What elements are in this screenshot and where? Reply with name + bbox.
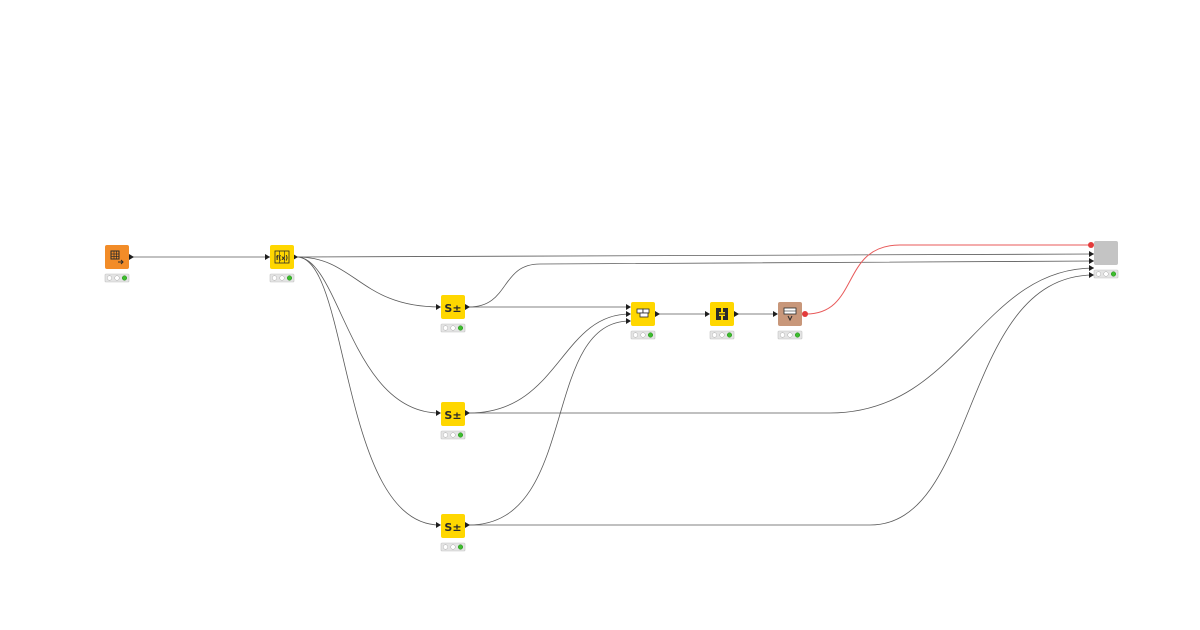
node-body[interactable]: [441, 514, 465, 538]
status-light-yellow: [450, 432, 456, 438]
port-arrow[interactable]: [1089, 258, 1094, 264]
port-arrow[interactable]: [436, 522, 441, 528]
node-string-manipulation-2[interactable]: S±: [440, 402, 466, 440]
port-arrow[interactable]: [436, 410, 441, 416]
port-arrow[interactable]: [626, 304, 631, 310]
node-status: [440, 323, 466, 333]
string-manipulation-icon: S±: [444, 302, 461, 315]
output-ports: [129, 242, 1094, 528]
connection-expression-to-component-1[interactable]: [296, 253, 1095, 258]
node-status: [709, 330, 735, 340]
connection-variable-to-component[interactable]: [805, 244, 1090, 315]
node-body[interactable]: [1094, 241, 1118, 265]
status-light-yellow: [787, 332, 793, 338]
status-light-yellow: [640, 332, 646, 338]
node-body[interactable]: [441, 295, 465, 319]
port-arrow[interactable]: [465, 522, 470, 528]
joiner-icon: [716, 308, 728, 320]
status-light-red: [442, 544, 449, 550]
port-arrow[interactable]: [734, 311, 739, 317]
port-arrow[interactable]: [129, 254, 134, 260]
port-arrow[interactable]: [1089, 272, 1094, 278]
concatenate-icon: [636, 308, 650, 318]
flow-variable-port[interactable]: [1088, 242, 1094, 248]
status-light-green: [457, 544, 464, 550]
status-light-red: [271, 275, 278, 281]
connection-string2-to-component[interactable]: [469, 267, 1095, 414]
node-status: [1093, 269, 1119, 279]
node-status: [440, 542, 466, 552]
status-light-red: [442, 325, 449, 331]
port-arrow[interactable]: [465, 304, 470, 310]
status-light-yellow: [450, 544, 456, 550]
port-arrow[interactable]: [1089, 265, 1094, 271]
status-light-green: [457, 325, 464, 331]
status-light-green: [1110, 271, 1117, 277]
status-light-red: [1095, 271, 1102, 277]
column-expression-icon: f(x): [274, 250, 290, 264]
status-light-green: [647, 332, 654, 338]
node-table-reader[interactable]: [104, 245, 130, 283]
port-arrow[interactable]: [293, 254, 298, 260]
status-light-green: [286, 275, 293, 281]
flow-variable-port[interactable]: [802, 311, 808, 317]
connection-string3-to-concatenate[interactable]: [468, 320, 631, 526]
status-light-yellow: [114, 275, 120, 281]
status-light-red: [711, 332, 718, 338]
status-light-red: [779, 332, 786, 338]
status-light-red: [442, 432, 449, 438]
port-arrow[interactable]: [465, 410, 470, 416]
port-arrow[interactable]: [1089, 251, 1094, 257]
port-arrow[interactable]: [705, 311, 710, 317]
table-reader-icon: [110, 250, 124, 265]
port-arrow[interactable]: [655, 311, 660, 317]
connection-string2-to-concatenate[interactable]: [468, 313, 631, 414]
node-column-expression[interactable]: f(x): [269, 245, 295, 283]
connection-string3-to-component[interactable]: [469, 274, 1095, 526]
port-arrow[interactable]: [773, 311, 778, 317]
port-arrow[interactable]: [436, 304, 441, 310]
status-light-yellow: [719, 332, 725, 338]
status-light-green: [457, 432, 464, 438]
string-manipulation-icon: S±: [444, 521, 461, 534]
node-body[interactable]: [105, 245, 129, 269]
string-manipulation-icon: S±: [444, 409, 461, 422]
connections: [133, 244, 1095, 526]
node-string-manipulation-1[interactable]: S±: [440, 295, 466, 333]
status-light-green: [121, 275, 128, 281]
node-status: [630, 330, 656, 340]
node-body[interactable]: [441, 402, 465, 426]
connection-expression-to-string-2[interactable]: [296, 256, 441, 414]
status-light-red: [106, 275, 113, 281]
input-ports: [265, 251, 1094, 528]
status-light-green: [794, 332, 801, 338]
node-status: [440, 430, 466, 440]
node-status: [269, 273, 295, 283]
node-status: [777, 330, 803, 340]
node-concatenate[interactable]: [630, 302, 656, 340]
status-light-yellow: [279, 275, 285, 281]
status-light-yellow: [450, 325, 456, 331]
node-joiner[interactable]: [709, 302, 735, 340]
node-string-manipulation-3[interactable]: S±: [440, 514, 466, 552]
connection-expression-to-string-3[interactable]: [296, 256, 441, 526]
node-component-output[interactable]: [1093, 241, 1119, 279]
node-table-to-flow-variable[interactable]: [777, 302, 803, 340]
port-arrow[interactable]: [626, 318, 631, 324]
port-arrow[interactable]: [265, 254, 270, 260]
status-light-green: [726, 332, 733, 338]
node-status: [104, 273, 130, 283]
table-to-variable-icon: [783, 307, 797, 322]
connection-string1-to-component[interactable]: [468, 260, 1095, 308]
status-light-yellow: [1103, 271, 1109, 277]
svg-text:f(x): f(x): [276, 255, 288, 262]
port-arrow[interactable]: [626, 311, 631, 317]
connection-expression-to-string-1[interactable]: [296, 256, 441, 308]
status-light-red: [632, 332, 639, 338]
